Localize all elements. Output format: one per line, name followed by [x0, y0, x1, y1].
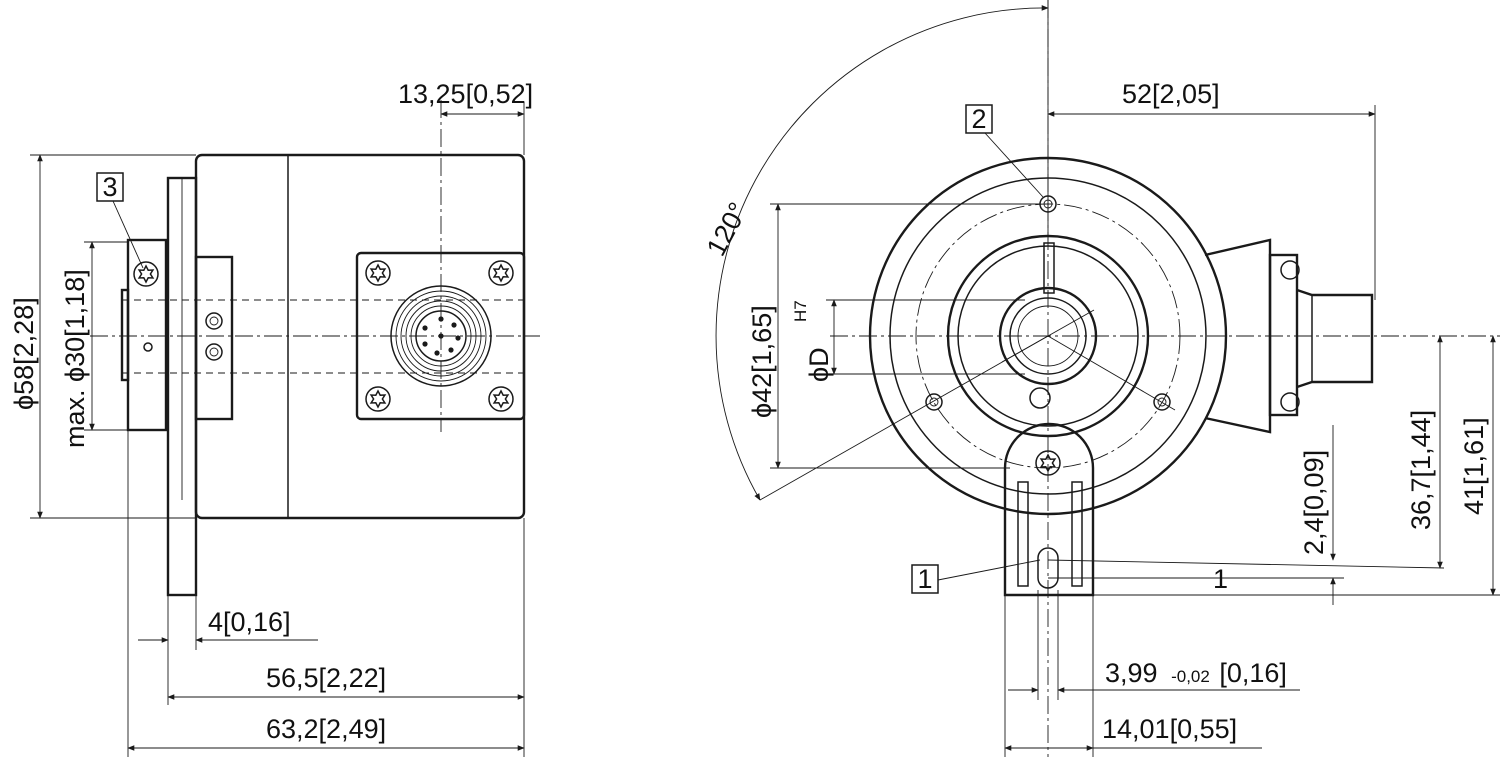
- label-1: 1: [1213, 564, 1228, 594]
- callout-1-label: 1: [917, 564, 932, 594]
- clamp-screw-icon: [133, 261, 159, 287]
- callout-3: [96, 172, 124, 202]
- dim-flange-thickness: 4[0,16]: [208, 607, 291, 637]
- dim-41: 41[1,61]: [1459, 417, 1489, 515]
- mounting-hole: [1153, 393, 1171, 411]
- torx-screw-icon: [488, 386, 514, 412]
- dim-slot-width-tolerance: -0,02: [1171, 667, 1210, 686]
- side-view: 13,25[0,52] ϕ58[2,28] max. ϕ30[1,18] 3 4…: [9, 79, 540, 757]
- dim-connector-offset: 13,25[0,52]: [398, 79, 533, 109]
- connector-side: [1268, 253, 1299, 417]
- dim-angle: 120°: [701, 197, 754, 260]
- stator-coupling: [194, 255, 234, 421]
- angle-arc: [715, 5, 1049, 501]
- dim-bore-diameter: ϕD: [804, 347, 834, 382]
- dim-bore-tolerance: H7: [791, 300, 810, 322]
- encoder-housing: [194, 153, 526, 520]
- callout-2-label: 2: [971, 104, 986, 134]
- dim-36-7: 36,7[1,44]: [1406, 410, 1436, 530]
- dim-14-01: 14,01[0,55]: [1102, 714, 1237, 744]
- callout-3-label: 3: [102, 172, 117, 202]
- torx-screw-icon: [488, 260, 514, 286]
- dim-diameter-58: ϕ58[2,28]: [9, 297, 39, 410]
- dim-body-length: 56,5[2,22]: [266, 663, 386, 693]
- dim-diameter-42: ϕ42[1,65]: [747, 305, 777, 418]
- stator-tether: [1003, 422, 1095, 597]
- dim-2-4: 2,4[0,09]: [1299, 450, 1329, 555]
- torx-screw-icon: [365, 260, 391, 286]
- dim-52: 52[2,05]: [1122, 79, 1220, 109]
- front-view: 52[2,05] 2 120° ϕ42[1,65] ϕD H7 1 1 2,4[…: [701, 0, 1500, 757]
- callout-1: [911, 564, 939, 594]
- mounting-hole: [925, 393, 943, 411]
- dim-slot-width: 3,99 -0,02 [0,16]: [1105, 658, 1287, 688]
- dim-total-length: 63,2[2,49]: [266, 714, 386, 744]
- dim-max-diameter-30: max. ϕ30[1,18]: [60, 269, 90, 448]
- dim-slot-width-value: 3,99: [1105, 658, 1158, 688]
- torx-screw-icon: [365, 386, 391, 412]
- dim-slot-width-inch: [0,16]: [1219, 658, 1287, 688]
